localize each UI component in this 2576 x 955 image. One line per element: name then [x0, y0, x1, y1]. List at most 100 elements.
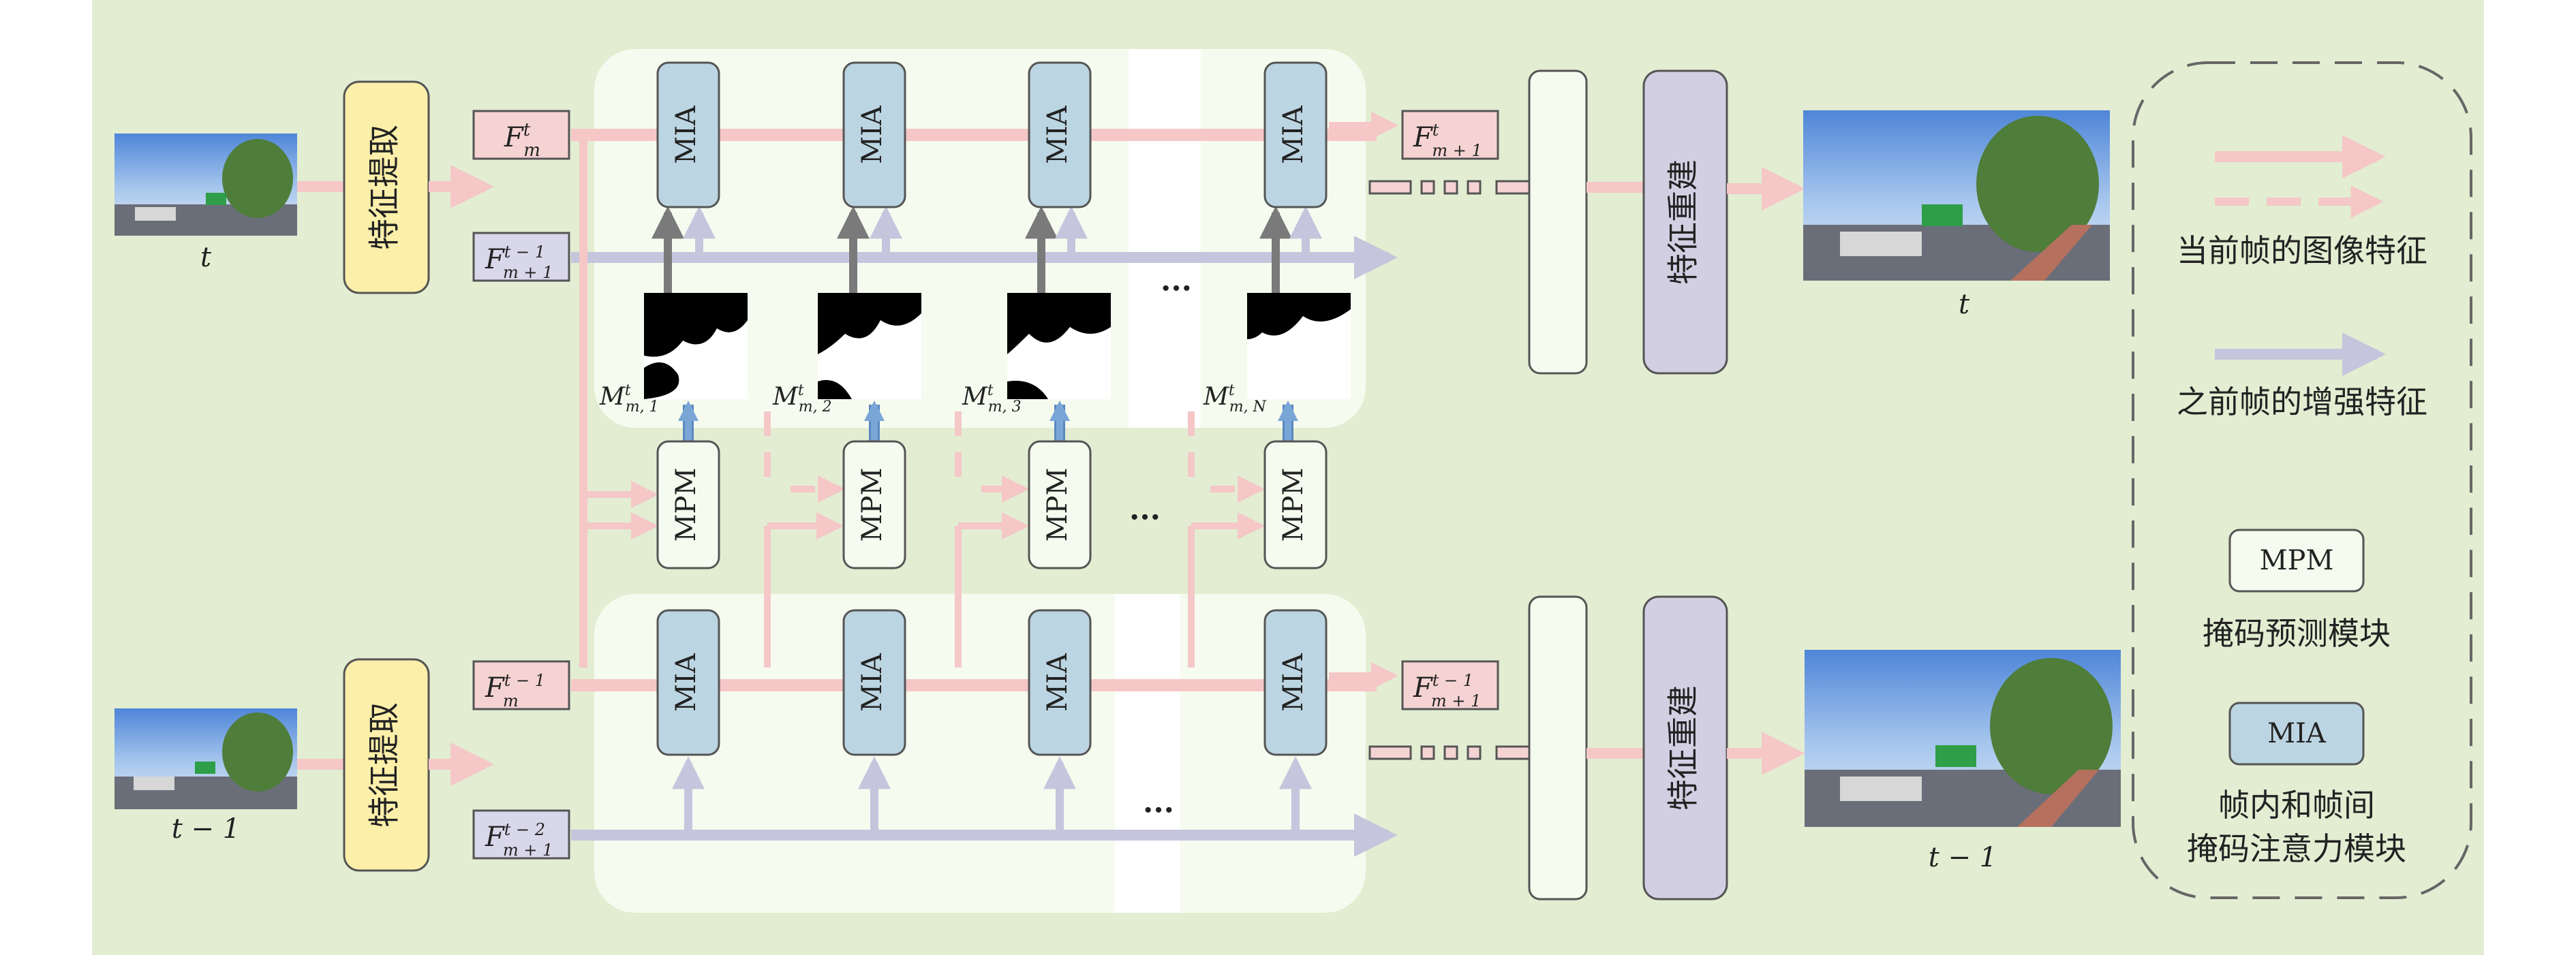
legend-previous-features: 之前帧的增强特征 — [2177, 383, 2427, 420]
feat-out-bottom-sub: m + 1 — [1431, 691, 1481, 710]
input-frame-t — [114, 134, 297, 236]
legend-mia-box — [2228, 702, 2365, 766]
legend-mpm-desc: 掩码预测模块 — [2203, 615, 2391, 652]
feat-prev-top-sup: t − 1 — [504, 242, 545, 262]
feat-prev-top-base: F — [485, 244, 505, 275]
legend-mia-desc-line1: 帧内和帧间 — [2218, 787, 2375, 824]
svg-text:Mtm, 1: Mtm, 1 — [599, 382, 659, 416]
mia-label-bottom-1: MIA — [671, 653, 702, 712]
output-frame-t-1 — [1805, 650, 2121, 827]
mask-2-base: M — [772, 383, 799, 411]
feat-in-bottom-sub: m — [503, 691, 519, 710]
mia-block-bottom-3: MIA — [1028, 609, 1092, 835]
mpm-block-3: MPM — [1028, 440, 1092, 569]
concat-bar-bottom — [1528, 595, 1588, 901]
mask-1-base: M — [599, 383, 626, 411]
legend-current-features: 当前帧的图像特征 — [2177, 232, 2427, 269]
input-frame-t-1 — [114, 708, 297, 809]
mpm-block-2: MPM — [842, 440, 906, 569]
feat-prev-bottom-sup: t − 2 — [504, 820, 545, 839]
recon-label-top: 特征重建 — [1665, 159, 1702, 285]
feat-out-top-sub: m + 1 — [1432, 141, 1482, 160]
svg-text:Mtm, 3: Mtm, 3 — [962, 382, 1022, 416]
feat-prev-bottom-sub: m + 1 — [503, 841, 553, 860]
mask-2-sup: t — [798, 382, 804, 399]
mask-2-sub: m, 2 — [799, 398, 832, 416]
mia-label-bottom-2: MIA — [857, 653, 888, 712]
top-ellipsis: ··· — [1161, 271, 1192, 306]
legend-mpm-box — [2228, 529, 2365, 593]
bottom-gap — [1115, 594, 1180, 913]
mask-3-sup: t — [987, 382, 994, 399]
mpm-block-1: MPM — [656, 440, 720, 569]
dashed-link-bottom — [1368, 745, 1532, 760]
dashed-link-top — [1368, 180, 1532, 195]
mia-block-top-2: MIA — [837, 61, 906, 293]
mia-label-bottom-3: MIA — [1042, 653, 1073, 712]
output-frame-label-t-1: t − 1 — [1929, 842, 1997, 873]
mask-4-base: M — [1203, 383, 1229, 411]
mask-image-2 — [818, 293, 921, 399]
mia-block-top-1: MIA — [651, 61, 720, 293]
mask-image-3 — [1007, 293, 1111, 399]
mpm-label-2: MPM — [857, 468, 888, 542]
bottom-ellipsis: ··· — [1143, 793, 1174, 828]
mia-block-top-4: MIA — [1259, 61, 1328, 293]
mpm-block-4: MPM — [1263, 440, 1328, 569]
output-frame-t — [1803, 110, 2110, 281]
feat-in-bottom-base: F — [485, 672, 505, 704]
feat-out-bottom-base: F — [1413, 672, 1433, 704]
mpm-label-1: MPM — [671, 468, 702, 542]
input-frame-label-t: t — [200, 242, 212, 273]
output-frame-label-t: t — [1959, 289, 1970, 320]
feat-in-top-sup: t — [523, 120, 531, 140]
extract-label-bottom: 特征提取 — [366, 702, 403, 828]
svg-text:Ft − 2m + 1: Ft − 2 m + 1 — [485, 820, 553, 860]
mask-image-4 — [1247, 293, 1351, 399]
feat-in-top-base: F — [504, 122, 524, 153]
top-gap — [1129, 49, 1201, 428]
mpm-label-4: MPM — [1278, 468, 1309, 542]
input-frame-label-t-1: t − 1 — [172, 813, 240, 845]
legend-mia-desc-line2: 掩码注意力模块 — [2187, 830, 2406, 867]
feat-in-bottom-sup: t − 1 — [504, 671, 545, 690]
feat-out-top-sup: t — [1432, 121, 1439, 140]
mpm-feeder-lines — [579, 135, 1265, 668]
mpm-to-mask-arrows — [678, 401, 1298, 441]
extract-label-top: 特征提取 — [366, 125, 403, 250]
mask-3-base: M — [962, 383, 988, 411]
legend-mia-label: MIA — [2267, 718, 2327, 749]
svg-text:Ft − 1m: Ft − 1m — [485, 671, 545, 710]
svg-text:Ft − 1m + 1: Ft − 1m + 1 — [485, 242, 553, 282]
mask-1-sup: t — [625, 382, 631, 399]
mia-label-bottom-4: MIA — [1278, 653, 1309, 712]
mia-label-top-4: MIA — [1278, 105, 1309, 164]
svg-text:Mtm, 2: Mtm, 2 — [772, 382, 832, 416]
legend-mpm-label: MPM — [2260, 545, 2334, 576]
mask-3-sub: m, 3 — [988, 398, 1022, 416]
recon-label-bottom: 特征重建 — [1665, 685, 1702, 811]
svg-text:Ft − 1m + 1: Ft − 1m + 1 — [1413, 671, 1481, 710]
mask-4-sub: m, N — [1229, 398, 1267, 416]
feat-out-bottom-sup: t − 1 — [1432, 671, 1473, 690]
concat-bar-top — [1528, 69, 1588, 375]
mpm-label-3: MPM — [1042, 468, 1073, 542]
middle-ellipsis: ··· — [1129, 500, 1161, 535]
mia-label-top-2: MIA — [857, 105, 888, 164]
feat-out-top-base: F — [1413, 122, 1433, 153]
svg-text:Mtm, N: Mtm, N — [1203, 382, 1267, 416]
recon-box-top — [1642, 69, 1728, 375]
mask-4-sup: t — [1229, 382, 1235, 399]
mia-block-bottom-1: MIA — [656, 609, 720, 835]
feat-prev-bottom-base: F — [485, 821, 505, 853]
mia-block-bottom-2: MIA — [842, 609, 906, 835]
